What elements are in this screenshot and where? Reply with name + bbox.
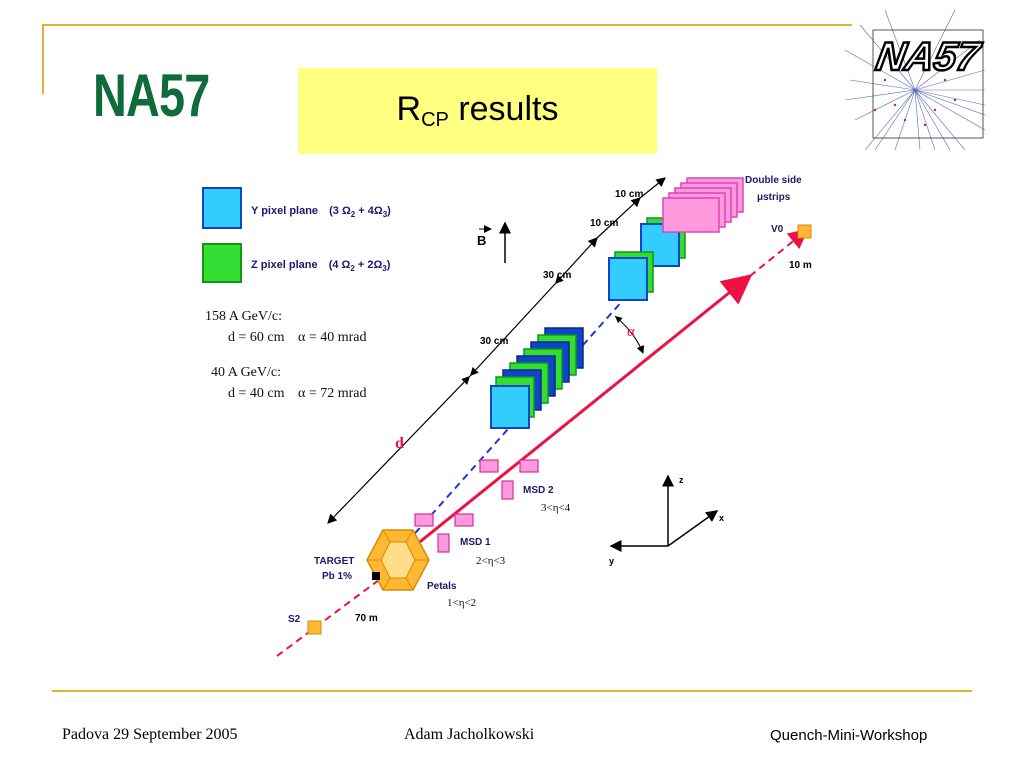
energy1-alpha: α = 40 mrad bbox=[298, 330, 367, 345]
y-plane-label: Y pixel plane (3 Ω2 + 4Ω3) bbox=[251, 205, 391, 219]
d-arrow bbox=[327, 375, 471, 524]
top-rule bbox=[42, 24, 852, 26]
footer-center: Adam Jacholkowski bbox=[404, 726, 535, 743]
microstrips-label: μstrips bbox=[757, 192, 791, 203]
s2-label: S2 bbox=[288, 614, 301, 625]
alpha-label: α bbox=[627, 324, 635, 340]
thirty-cm-label-a: 30 cm bbox=[543, 270, 571, 281]
thirty-cm-arrow-b bbox=[554, 237, 598, 285]
footer-left: Padova 29 September 2005 bbox=[62, 726, 238, 743]
msd1-label: MSD 1 bbox=[460, 537, 491, 548]
target-material: Pb 1% bbox=[322, 571, 352, 582]
ten-cm-label-a: 10 cm bbox=[615, 189, 643, 200]
double-side-label: Double side bbox=[745, 175, 802, 186]
track bbox=[374, 274, 753, 580]
b-field-label: B bbox=[477, 233, 486, 248]
target-marker bbox=[372, 572, 380, 580]
petals bbox=[366, 529, 430, 591]
na57-logo: NA57 bbox=[93, 62, 210, 129]
msd2-pad-left bbox=[479, 459, 499, 473]
msd2-pad-right bbox=[519, 459, 539, 473]
corner-logo-text: NA57 bbox=[873, 34, 985, 79]
energy2-d: d = 40 cm bbox=[228, 386, 285, 401]
msd1-pad-left bbox=[414, 513, 434, 527]
axis-x-label: x bbox=[719, 513, 724, 523]
energy1-title: 158 A GeV/c: bbox=[205, 309, 282, 324]
track-upstream bbox=[276, 567, 396, 657]
energy2-alpha: α = 72 mrad bbox=[298, 386, 367, 401]
thirty-cm-label-b: 30 cm bbox=[480, 336, 508, 347]
ten-cm-arrow-b bbox=[639, 177, 666, 199]
bottom-rule bbox=[52, 690, 972, 692]
eta-petals: 1<η<2 bbox=[447, 597, 476, 609]
title-box: RCP results bbox=[298, 68, 657, 154]
msd1-pad-bottom bbox=[437, 533, 450, 553]
alpha-arc bbox=[614, 315, 645, 354]
pixel-planes-group-1 bbox=[490, 327, 584, 429]
slide-title: RCP results bbox=[396, 90, 559, 131]
coordinate-axes bbox=[609, 474, 719, 552]
seventy-m-label: 70 m bbox=[355, 613, 378, 624]
ten-m-label: 10 m bbox=[789, 260, 812, 271]
footer-right: Quench-Mini-Workshop bbox=[770, 727, 928, 744]
s2-marker bbox=[307, 620, 322, 635]
y-plane-swatch bbox=[202, 187, 242, 229]
energy1-d: d = 60 cm bbox=[228, 330, 285, 345]
msd1-pad-right bbox=[454, 513, 474, 527]
event-display-logo: NA57 bbox=[845, 10, 985, 150]
v0-label: V0 bbox=[771, 224, 784, 235]
thirty-cm-arrow-a bbox=[469, 283, 556, 377]
msd2-pad-bottom bbox=[501, 480, 514, 500]
eta-msd1: 2<η<3 bbox=[476, 555, 506, 567]
petals-label: Petals bbox=[427, 581, 457, 592]
left-rule bbox=[42, 24, 44, 94]
eta-msd2: 3<η<4 bbox=[541, 502, 571, 514]
detector-diagram: Y pixel plane (3 Ω2 + 4Ω3) Z pixel plane… bbox=[202, 175, 812, 657]
axis-y-label: y bbox=[609, 556, 614, 566]
z-plane-label: Z pixel plane (4 Ω2 + 2Ω3) bbox=[251, 259, 391, 273]
energy2-title: 40 A GeV/c: bbox=[211, 365, 281, 380]
microstrip-planes bbox=[662, 177, 744, 233]
target-label: TARGET bbox=[314, 556, 354, 567]
z-plane-swatch bbox=[202, 243, 242, 283]
v0-marker bbox=[797, 224, 812, 239]
axis-z-label: z bbox=[679, 475, 684, 485]
ten-cm-label-b: 10 cm bbox=[590, 218, 618, 229]
msd2-label: MSD 2 bbox=[523, 485, 554, 496]
d-label: d bbox=[395, 435, 404, 452]
ten-cm-arrow-a bbox=[596, 197, 641, 239]
